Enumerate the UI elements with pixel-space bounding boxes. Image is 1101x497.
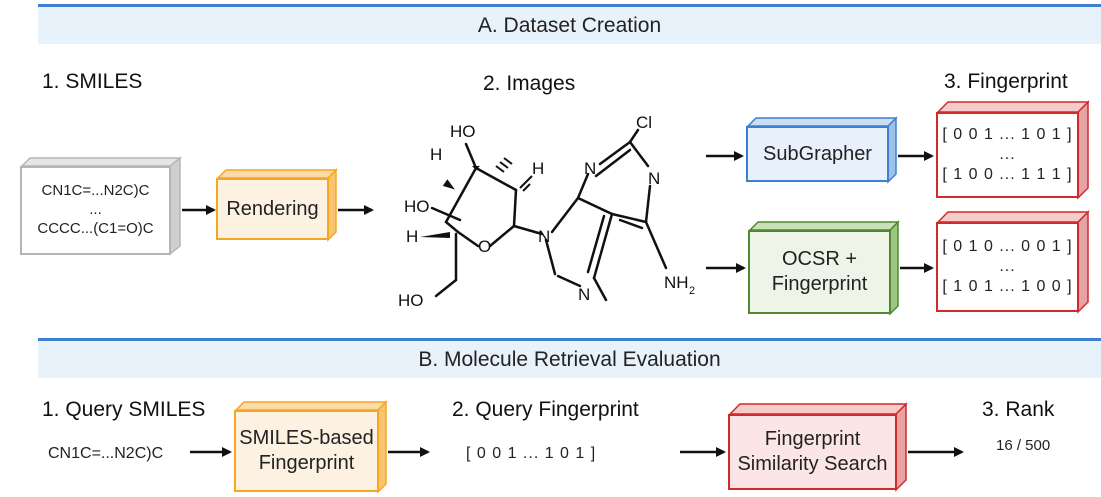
fp-top-line-3: [ 1 0 0 ... 1 1 1 ] xyxy=(942,166,1073,183)
atom-ho-top: HO xyxy=(450,122,476,141)
atom-o-ring: O xyxy=(478,237,491,256)
ocsr-fingerprint-box: OCSR + Fingerprint xyxy=(748,220,900,316)
images-step-label: 2. Images xyxy=(483,72,576,95)
atom-nh2-subscript: 2 xyxy=(689,285,695,297)
fp-bottom-line-1: [ 0 1 0 ... 0 0 1 ] xyxy=(942,238,1073,255)
ocsr-line-2: Fingerprint xyxy=(771,273,868,295)
fingerprint-output-bottom: [ 0 1 0 ... 0 0 1 ] ... [ 1 0 1 ... 1 0 … xyxy=(936,210,1090,314)
query-smiles-step-label: 1. Query SMILES xyxy=(42,398,206,421)
search-line-1: Fingerprint xyxy=(764,428,861,450)
fingerprint-step-label: 3. Fingerprint xyxy=(944,70,1068,93)
fp-bottom-line-2: ... xyxy=(999,258,1016,275)
smiles-input-box: CN1C=...N2C)C ... CCCC...(C1=O)C xyxy=(20,156,183,256)
molecule-structure-image: HO H H HO H O HO N N N Cl N NH 2 xyxy=(398,113,695,310)
similarity-search-box: Fingerprint Similarity Search xyxy=(728,402,908,492)
query-fingerprint-value: [ 0 0 1 ... 1 0 1 ] xyxy=(466,445,597,462)
query-smiles-text: CN1C=...N2C)C xyxy=(48,445,164,462)
smiles-line-3: CCCC...(C1=O)C xyxy=(37,219,154,237)
rendering-box: Rendering xyxy=(216,168,338,242)
section-a-header: A. Dataset Creation xyxy=(38,4,1101,44)
atom-cl: Cl xyxy=(636,113,652,132)
atom-h-left: H xyxy=(406,227,418,246)
search-line-2: Similarity Search xyxy=(737,453,888,475)
atom-n7: N xyxy=(578,285,590,304)
fp-top-line-1: [ 0 0 1 ... 1 0 1 ] xyxy=(942,126,1073,143)
smiles-step-label: 1. SMILES xyxy=(42,70,143,93)
smiles-based-fingerprint-box: SMILES-based Fingerprint xyxy=(234,400,388,494)
atom-h-top2: H xyxy=(532,159,544,178)
fp-bottom-line-3: [ 1 0 1 ... 1 0 0 ] xyxy=(942,278,1073,295)
rank-step-label: 3. Rank xyxy=(982,398,1055,421)
query-fingerprint-step-label: 2. Query Fingerprint xyxy=(452,398,639,421)
atom-nh2: NH xyxy=(664,273,689,292)
ocsr-line-1: OCSR + xyxy=(781,248,858,270)
subgrapher-label: SubGrapher xyxy=(763,142,872,165)
fp-top-line-2: ... xyxy=(999,146,1016,163)
smiles-fp-line-2: Fingerprint xyxy=(258,452,355,474)
subgrapher-box: SubGrapher xyxy=(746,116,898,184)
rank-value: 16 / 500 xyxy=(996,437,1051,454)
atom-h-top1: H xyxy=(430,145,442,164)
atom-ho-bottom: HO xyxy=(398,291,424,310)
atom-ho-left: HO xyxy=(404,197,430,216)
section-a-title: A. Dataset Creation xyxy=(477,13,662,37)
section-b-header: B. Molecule Retrieval Evaluation xyxy=(38,338,1101,378)
rendering-label: Rendering xyxy=(226,197,319,220)
fingerprint-output-top: [ 0 0 1 ... 1 0 1 ] ... [ 1 0 0 ... 1 1 … xyxy=(936,100,1090,200)
smiles-fp-line-1: SMILES-based xyxy=(239,427,374,449)
atom-n3: N xyxy=(584,159,596,178)
smiles-line-2: ... xyxy=(89,201,102,219)
atom-n9: N xyxy=(538,227,550,246)
atom-n1: N xyxy=(648,169,660,188)
section-b-title: B. Molecule Retrieval Evaluation xyxy=(418,347,721,371)
smiles-line-1: CN1C=...N2C)C xyxy=(41,182,150,200)
